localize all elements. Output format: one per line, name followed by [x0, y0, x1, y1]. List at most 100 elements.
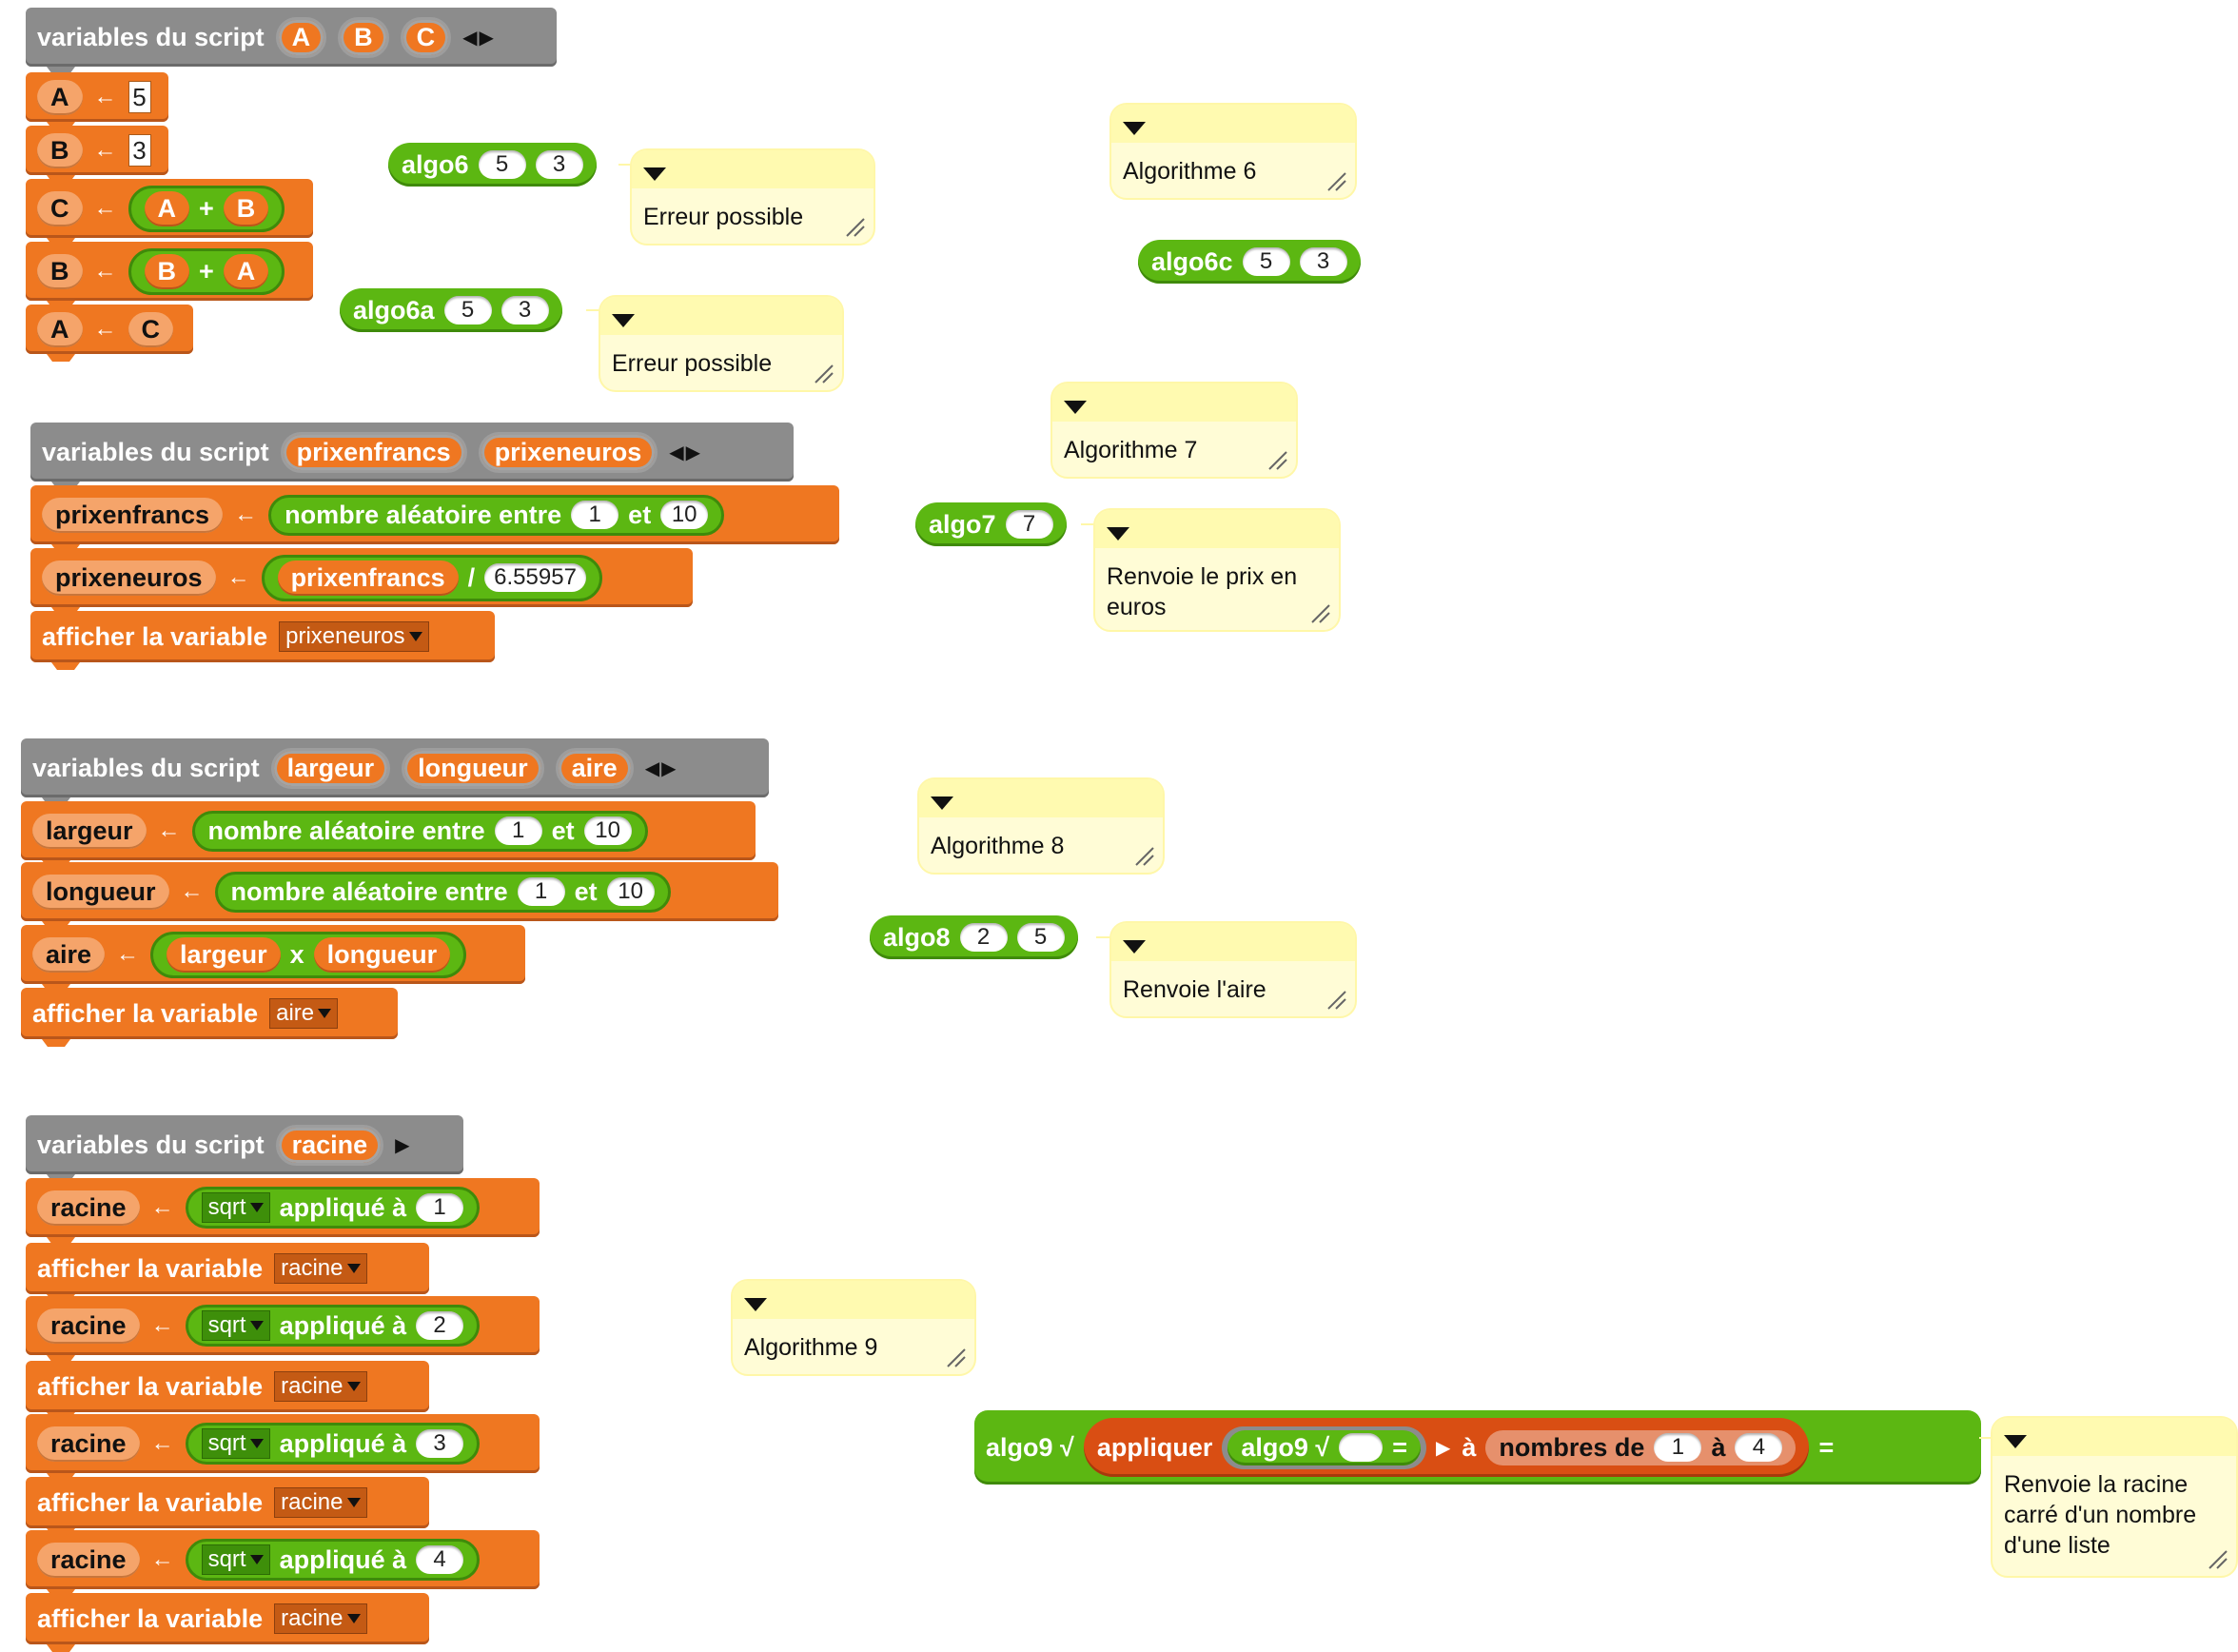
show-variable-block[interactable]: afficher la variable prixeneuros: [30, 611, 495, 670]
arg-input[interactable]: 5: [1242, 247, 1290, 276]
algo8-reporter[interactable]: algo8 2 5: [870, 915, 1078, 959]
function-dropdown[interactable]: sqrt: [201, 1428, 270, 1459]
set-var[interactable]: B: [37, 253, 83, 289]
arg-input[interactable]: 5: [443, 296, 492, 324]
algo9-reporter[interactable]: algo9 √ appliquer algo9 √ = ▶ à nombres …: [974, 1410, 1981, 1485]
from-input[interactable]: 1: [1654, 1433, 1702, 1462]
function-dropdown[interactable]: sqrt: [201, 1544, 270, 1575]
comment-algo8-description[interactable]: Renvoie l'aire: [1109, 921, 1357, 1018]
resize-handle-icon[interactable]: [1325, 988, 1347, 1011]
arg-input[interactable]: 3: [535, 150, 583, 179]
collapse-triangle-icon[interactable]: [744, 1298, 767, 1311]
comment-text[interactable]: Renvoie l'aire: [1123, 976, 1266, 1003]
variable-dropdown[interactable]: racine: [274, 1371, 367, 1402]
algo6c-reporter[interactable]: algo6c 5 3: [1138, 240, 1361, 284]
show-variable-block[interactable]: afficher la variable racine: [26, 1243, 429, 1302]
set-block[interactable]: longueur ← nombre aléatoire entre 1 et 1…: [21, 862, 778, 929]
sum-reporter[interactable]: B + A: [128, 247, 285, 295]
map-reporter[interactable]: appliquer algo9 √ = ▶ à nombres de 1 à 4: [1083, 1418, 1810, 1477]
show-variable-block[interactable]: afficher la variable racine: [26, 1477, 429, 1536]
function-reporter[interactable]: sqrt appliqué à 1: [185, 1187, 481, 1229]
var-prixeneuros[interactable]: prixeneuros: [478, 431, 658, 473]
comment-text[interactable]: Algorithme 7: [1064, 437, 1198, 463]
show-variable-block[interactable]: afficher la variable racine: [26, 1593, 429, 1652]
var-prixenfrancs[interactable]: prixenfrancs: [280, 431, 467, 473]
arg-input[interactable]: 2: [959, 923, 1008, 952]
variable-dropdown[interactable]: racine: [274, 1603, 367, 1634]
var-aire[interactable]: aire: [555, 747, 634, 789]
resize-handle-icon[interactable]: [1325, 169, 1347, 192]
set-var[interactable]: A: [37, 79, 83, 115]
inner-algo9-reporter[interactable]: algo9 √ =: [1227, 1429, 1421, 1465]
expand-arrows-icon[interactable]: ◀▶: [644, 757, 678, 779]
algo6a-reporter[interactable]: algo6a 5 3: [340, 288, 562, 332]
comment-erreur-1[interactable]: Erreur possible: [630, 148, 875, 246]
algo7-reporter[interactable]: algo7 7: [915, 502, 1067, 546]
comment-text[interactable]: Renvoie le prix en euros: [1107, 563, 1298, 620]
resize-handle-icon[interactable]: [1132, 844, 1155, 867]
var-a[interactable]: A: [275, 16, 327, 58]
collapse-triangle-icon[interactable]: [1107, 527, 1129, 541]
set-var[interactable]: prixeneuros: [42, 560, 216, 596]
var-c[interactable]: C: [400, 16, 452, 58]
function-reporter[interactable]: sqrt appliqué à 4: [185, 1539, 481, 1581]
script-variables-block[interactable]: variables du script prixenfrancs prixene…: [30, 423, 794, 489]
set-block[interactable]: aire ← largeur x longueur: [21, 925, 525, 992]
set-var[interactable]: largeur: [32, 813, 147, 849]
max-input[interactable]: 10: [606, 877, 655, 906]
comment-algorithme-6[interactable]: Algorithme 6: [1109, 103, 1357, 200]
random-reporter[interactable]: nombre aléatoire entre 1 et 10: [214, 871, 671, 913]
product-reporter[interactable]: largeur x longueur: [150, 931, 467, 978]
comment-text[interactable]: Renvoie la racine carré d'un nombre d'un…: [2004, 1471, 2197, 1559]
var-largeur[interactable]: largeur: [270, 747, 391, 789]
value-input[interactable]: 3: [128, 134, 151, 167]
set-var[interactable]: prixenfrancs: [42, 497, 224, 533]
set-var[interactable]: A: [37, 311, 83, 347]
min-input[interactable]: 1: [517, 877, 565, 906]
arg-input[interactable]: 2: [416, 1311, 464, 1340]
var-b[interactable]: B: [338, 16, 389, 58]
set-block[interactable]: prixeneuros ← prixenfrancs / 6.55957: [30, 548, 693, 615]
show-variable-block[interactable]: afficher la variable aire: [21, 988, 398, 1047]
set-block[interactable]: largeur ← nombre aléatoire entre 1 et 10: [21, 801, 756, 868]
arg-input[interactable]: 3: [501, 296, 549, 324]
comment-text[interactable]: Algorithme 9: [744, 1334, 878, 1361]
arg-input[interactable]: 4: [416, 1545, 464, 1574]
set-var[interactable]: C: [37, 190, 83, 226]
arg-input[interactable]: 5: [478, 150, 526, 179]
set-block[interactable]: B ← B + A: [26, 242, 313, 308]
set-var[interactable]: racine: [37, 1190, 140, 1226]
script-variables-block[interactable]: variables du script A B C ◀▶: [26, 8, 557, 74]
empty-input[interactable]: [1339, 1433, 1384, 1462]
resize-handle-icon[interactable]: [2206, 1547, 2228, 1570]
collapse-triangle-icon[interactable]: [1123, 940, 1146, 954]
min-input[interactable]: 1: [571, 501, 619, 529]
resize-handle-icon[interactable]: [812, 362, 834, 384]
comment-algo7-description[interactable]: Renvoie le prix en euros: [1093, 508, 1341, 632]
set-var[interactable]: racine: [37, 1426, 140, 1462]
set-var[interactable]: racine: [37, 1542, 140, 1578]
numbers-reporter[interactable]: nombres de 1 à 4: [1485, 1429, 1796, 1465]
comment-text[interactable]: Algorithme 8: [931, 833, 1065, 859]
operand-left[interactable]: A: [144, 190, 189, 226]
collapse-triangle-icon[interactable]: [1064, 401, 1087, 414]
operand-right[interactable]: longueur: [313, 936, 451, 973]
comment-text[interactable]: Erreur possible: [612, 350, 773, 377]
set-block[interactable]: racine ← sqrt appliqué à 4: [26, 1530, 540, 1597]
comment-erreur-2[interactable]: Erreur possible: [599, 295, 844, 392]
variable-dropdown[interactable]: aire: [269, 998, 339, 1029]
variable-dropdown[interactable]: racine: [274, 1253, 367, 1284]
comment-text[interactable]: Algorithme 6: [1123, 158, 1257, 185]
comment-algorithme-7[interactable]: Algorithme 7: [1050, 382, 1298, 479]
show-variable-block[interactable]: afficher la variable racine: [26, 1361, 429, 1420]
set-block[interactable]: C ← A + B: [26, 179, 313, 246]
collapse-triangle-icon[interactable]: [2004, 1435, 2027, 1448]
sum-reporter[interactable]: A + B: [128, 185, 285, 232]
resize-handle-icon[interactable]: [944, 1346, 967, 1368]
arg-input[interactable]: 7: [1005, 510, 1053, 539]
algo6-reporter[interactable]: algo6 5 3: [388, 143, 597, 187]
function-dropdown[interactable]: sqrt: [201, 1192, 270, 1223]
function-dropdown[interactable]: sqrt: [201, 1310, 270, 1341]
comment-algo9-description[interactable]: Renvoie la racine carré d'un nombre d'un…: [1991, 1416, 2238, 1578]
script-variables-block[interactable]: variables du script racine ▶: [26, 1115, 463, 1182]
